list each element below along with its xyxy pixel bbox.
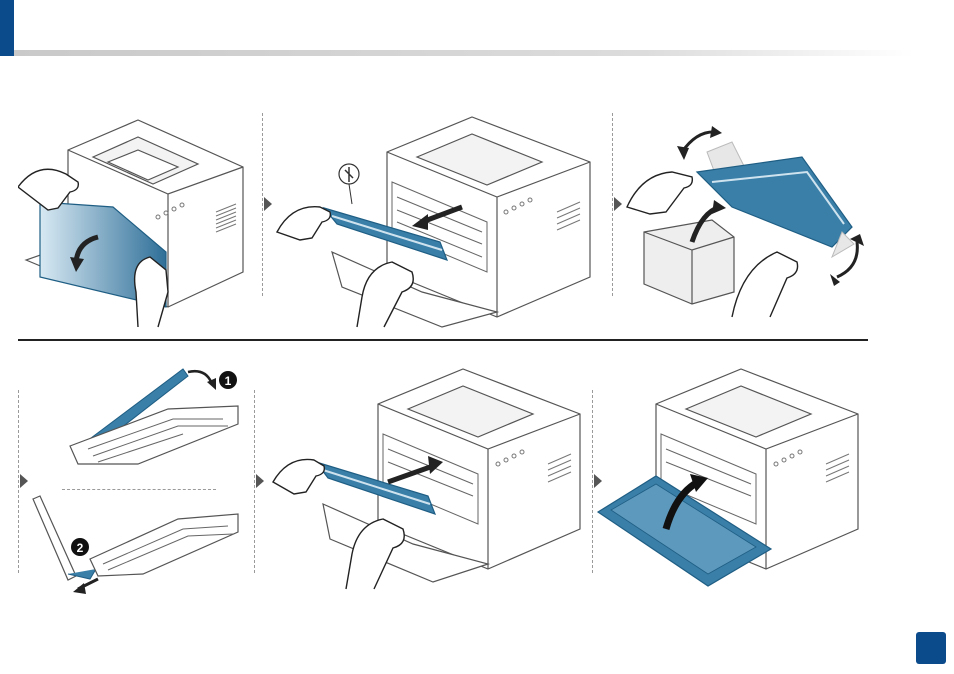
step-open-front-cover (18, 112, 258, 332)
step-arrow-icon (614, 197, 622, 211)
step-arrow-icon (256, 474, 264, 488)
step-close-front-cover (596, 364, 866, 594)
step-insert-toner-cartridge (268, 364, 588, 594)
step-divider (18, 390, 19, 573)
step-divider (612, 113, 613, 296)
step-divider (592, 390, 593, 573)
row-separator (18, 339, 868, 341)
section-header-tab (0, 0, 14, 56)
callout-2-label: 2 (77, 541, 84, 555)
sealing-tape (33, 496, 76, 580)
step-pull-out-toner-cartridge (272, 112, 602, 332)
callout-1-label: 1 (225, 374, 232, 388)
step-arrow-icon (20, 474, 28, 488)
step-arrow-icon (264, 197, 272, 211)
step-remove-cartridge-cover: 1 2 (28, 364, 248, 604)
step-divider (262, 113, 263, 296)
packaging-box (644, 220, 734, 304)
step-divider (254, 390, 255, 573)
page-number-badge (916, 632, 946, 664)
step-shake-new-cartridge (622, 112, 872, 322)
header-rule (14, 50, 914, 56)
